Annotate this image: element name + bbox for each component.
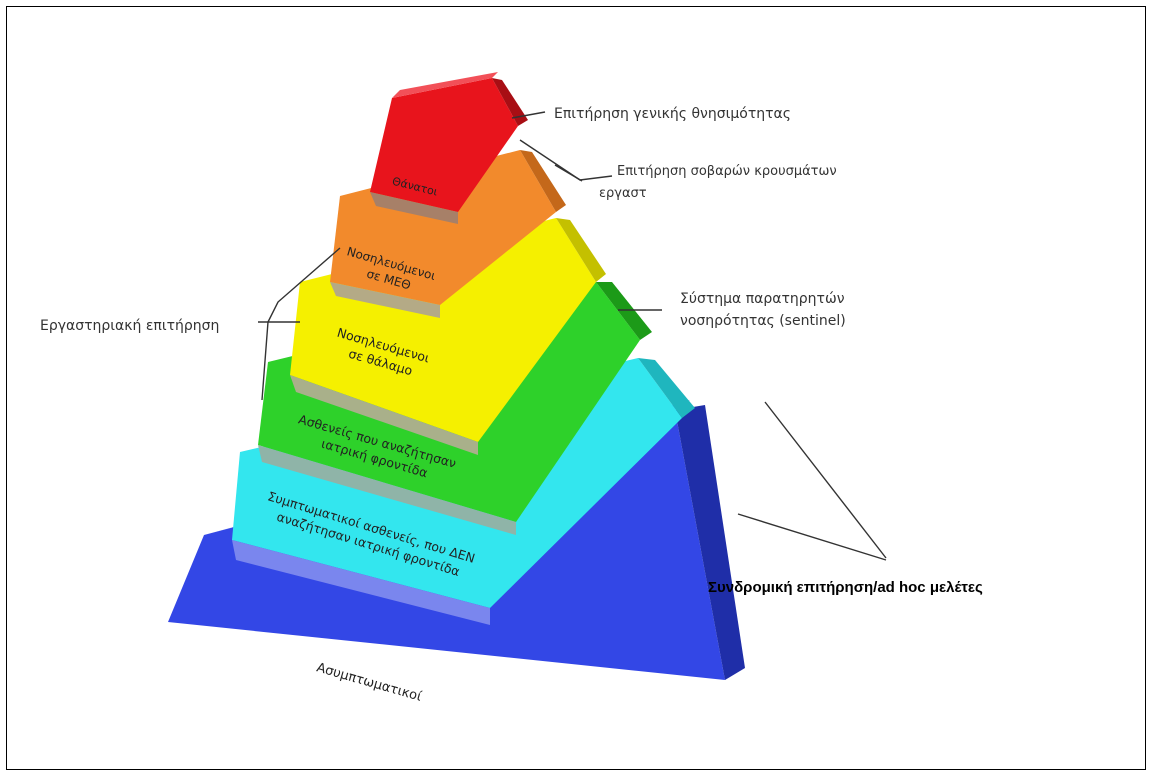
line-syndromic-2 [737, 513, 887, 561]
label-syndromic: Συνδρομική επιτήρηση/ad hoc μελέτες [708, 579, 983, 596]
label-sentinel-2: νοσηρότητας (sentinel) [680, 313, 846, 329]
icu-side [520, 150, 566, 212]
line-general-mortality [511, 111, 546, 119]
ward-side [556, 218, 606, 282]
line-lab-bracket [261, 247, 341, 401]
symptomatic-ledge [232, 540, 490, 625]
icu-ledge [330, 282, 440, 318]
label-severe-cases-1: Επιτήρηση σοβαρών κρουσμάτων [617, 164, 837, 179]
svg-text:Επιτήρηση σοβαρών κρουσμάτων: Επιτήρηση σοβαρών κρουσμάτων εργαστ [599, 164, 841, 201]
label-severe-cases-2: εργαστ [599, 186, 647, 201]
sought-care-side [596, 282, 652, 340]
svg-text:Ασυμπτωματικοί: Ασυμπτωματικοί [315, 660, 424, 705]
ward-ledge [290, 375, 478, 455]
asymptomatic-side [675, 405, 745, 680]
layer-label-asymptomatic: Ασυμπτωματικοί [315, 660, 424, 705]
sought-care-ledge [258, 445, 516, 535]
annotation-lines [258, 111, 887, 561]
line-syndromic-1 [764, 401, 887, 559]
label-lab-surveillance: Εργαστηριακή επιτήρηση [40, 318, 219, 334]
label-general-mortality: Επιτήρηση γενικής θνησιμότητας [554, 106, 791, 122]
svg-text:Σύστημα παρατηρητών νοσηρό: Σύστημα παρατηρητών νοσηρότητας (sentine… [680, 291, 849, 329]
symptomatic-side [638, 358, 695, 418]
deaths-top [392, 72, 498, 98]
line-severe-cases-2 [554, 164, 583, 182]
label-sentinel-1: Σύστημα παρατηρητών [680, 291, 845, 307]
layer-deaths: Θάνατοι [370, 72, 528, 224]
deaths-side [492, 78, 528, 126]
deaths-ledge [370, 192, 458, 224]
deaths-face [370, 78, 518, 212]
